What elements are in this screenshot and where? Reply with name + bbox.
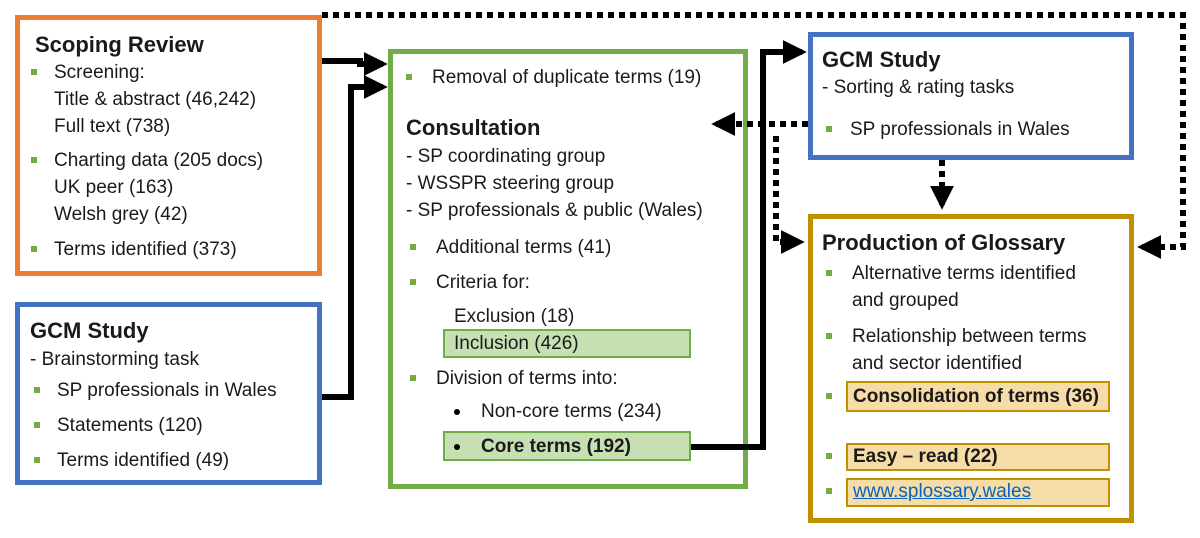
relationship-line2: and sector identified [852, 353, 1023, 374]
welsh-grey-count: Welsh grey (42) [54, 204, 188, 225]
bullet-sp-professionals-1 [34, 387, 40, 393]
arrow-dotted-to-glossary [773, 136, 805, 254]
scoping-review-title: Scoping Review [35, 32, 204, 57]
charting-data-count: Charting data (205 docs) [54, 150, 264, 171]
core-highlight [443, 431, 691, 461]
gcm-brainstorm-box [15, 302, 322, 485]
sorting-rating-task: - Sorting & rating tasks [822, 77, 1015, 98]
glossary-title: Production of Glossary [822, 230, 1066, 255]
uk-peer-count: UK peer (163) [54, 177, 174, 198]
scoping-review-box [15, 15, 322, 276]
bullet-core [454, 444, 460, 450]
bullet-noncore [454, 409, 460, 415]
bullet-division [410, 375, 416, 381]
consultation-title: Consultation [406, 115, 541, 140]
consolidation-highlight [846, 381, 1110, 412]
bullet-removal [406, 74, 412, 80]
group-sp-public: - SP professionals & public (Wales) [406, 200, 703, 221]
bullet-relationship [826, 333, 832, 339]
bullet-website [826, 488, 832, 494]
exclusion-count: Exclusion (18) [454, 306, 575, 327]
inclusion-count: Inclusion (426) [454, 333, 579, 354]
sorting-participants: SP professionals in Wales [850, 119, 1070, 140]
bullet-sp-professionals-2 [826, 126, 832, 132]
alt-terms-line1: Alternative terms identified [852, 263, 1076, 284]
easy-read-highlight [846, 443, 1110, 471]
relationship-line1: Relationship between terms [852, 326, 1087, 347]
additional-terms: Additional terms (41) [436, 237, 612, 258]
group-sp-coordinating: - SP coordinating group [406, 146, 606, 167]
bullet-terms-scoping [31, 246, 37, 252]
bullet-consolidation [826, 393, 832, 399]
arrow-scoping-to-consultation [322, 52, 388, 76]
brainstorm-participants: SP professionals in Wales [57, 380, 277, 401]
easy-read-count: Easy – read (22) [853, 446, 998, 467]
gcm-brainstorm-title: GCM Study [30, 318, 149, 343]
group-wsspr-steering: - WSSPR steering group [406, 173, 615, 194]
statements-count: Statements (120) [57, 415, 203, 436]
bullet-charting [31, 157, 37, 163]
glossary-box [808, 214, 1134, 523]
inclusion-highlight [443, 329, 691, 358]
core-terms: Core terms (192) [481, 436, 631, 457]
bullet-additional [410, 244, 416, 250]
division-label: Division of terms into: [436, 368, 618, 389]
arrow-brainstorm-to-consultation [322, 75, 388, 400]
bullet-alt-terms [826, 270, 832, 276]
removal-duplicates: Removal of duplicate terms (19) [432, 67, 702, 88]
scoping-terms-identified: Terms identified (373) [54, 239, 237, 260]
noncore-terms: Non-core terms (234) [481, 401, 662, 422]
brainstorming-task: - Brainstorming task [30, 349, 199, 370]
bullet-easy-read [826, 453, 832, 459]
bullet-criteria [410, 279, 416, 285]
consolidation-terms: Consolidation of terms (36) [853, 386, 1099, 407]
screening-label: Screening: [54, 62, 145, 83]
bullet-statements [34, 422, 40, 428]
bullet-terms-gcm [34, 457, 40, 463]
gcm-terms-identified: Terms identified (49) [57, 450, 230, 471]
title-abstract-count: Title & abstract (46,242) [54, 89, 257, 110]
website-highlight [846, 478, 1110, 507]
website-link[interactable]: www.splossary.wales [853, 481, 1032, 502]
gcm-sorting-title: GCM Study [822, 47, 941, 72]
criteria-label: Criteria for: [436, 272, 530, 293]
alt-terms-line2: and grouped [852, 290, 959, 311]
full-text-count: Full text (738) [54, 116, 171, 137]
bullet-screening [31, 69, 37, 75]
